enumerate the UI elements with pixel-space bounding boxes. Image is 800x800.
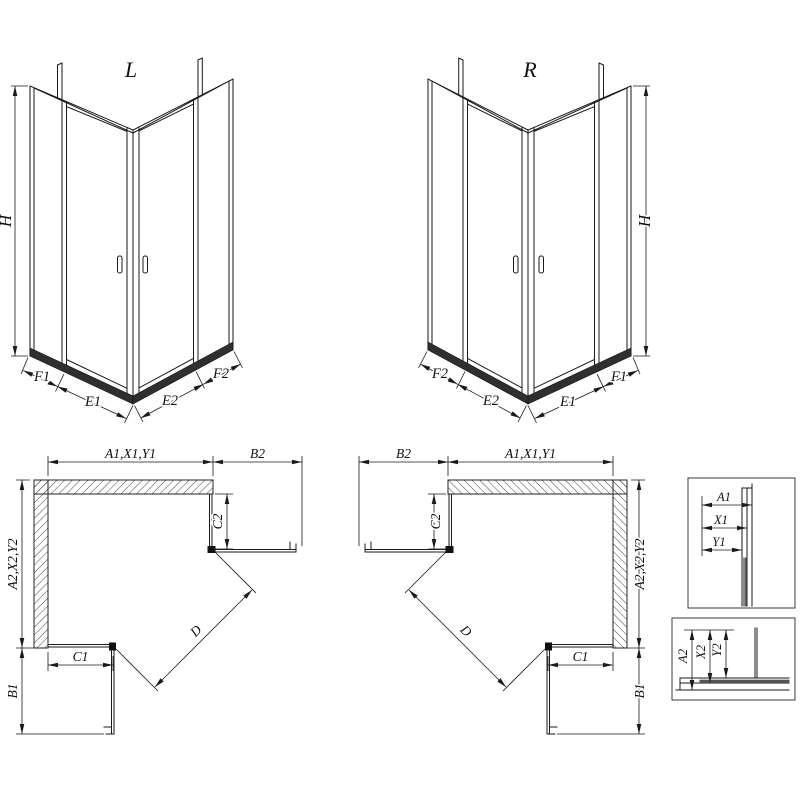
plan-right-b2-label: B2	[396, 446, 411, 461]
iso-left-f1-label: F1	[33, 369, 50, 385]
detail-bottom-profile	[675, 627, 790, 691]
plan-right-c1-label: C1	[573, 649, 589, 664]
iso-right-e2-label: E2	[482, 393, 499, 409]
detail-top-x1-label: X1	[713, 513, 728, 527]
detail-bottom-x2-label: X2	[694, 645, 708, 660]
iso-right-e1-label: E1	[559, 394, 576, 410]
detail-bottom-y2-label: Y2	[710, 643, 724, 656]
iso-left-e2-label: E2	[161, 393, 178, 409]
plan-left-depth-label: A2,X2,Y2	[5, 538, 20, 590]
iso-left-h-label: H	[0, 213, 15, 228]
plan-view-left: A1,X1,Y1 B2 A2,X2,Y2 B1 C2 C1 D	[4, 445, 302, 734]
plan-left-b2-label: B2	[250, 446, 265, 461]
iso-left-title: L	[124, 57, 137, 82]
plan-right-depth-label: A2,X2,Y2	[632, 538, 647, 590]
iso-view-left: L H F1 E1 E2 F2	[0, 56, 243, 423]
iso-left-e1-label: E1	[84, 394, 101, 410]
iso-right-f2-label: F2	[431, 366, 448, 382]
detail-wall-profile-bottom: A2 X2 Y2	[671, 617, 796, 701]
detail-bottom-a2-label: A2	[676, 649, 690, 664]
detail-top-frame	[687, 477, 796, 609]
iso-view-right: R H F2 E2 E1 F1	[419, 56, 656, 423]
plan-left-width-label: A1,X1,Y1	[104, 446, 156, 461]
iso-right-title: R	[522, 57, 537, 82]
iso-right-h-label: H	[635, 213, 654, 228]
plan-right-b1-label: B1	[632, 684, 647, 699]
iso-left-f2-label: F2	[212, 366, 229, 382]
plan-right-width-label: A1,X1,Y1	[504, 446, 556, 461]
detail-top-a1-label: A1	[716, 490, 731, 504]
detail-wall-profile-top: A1 X1 Y1	[687, 477, 796, 609]
detail-bottom-frame	[671, 617, 796, 701]
iso-right-f1-label: F1	[610, 369, 627, 385]
plan-left-c2-label: C2	[210, 513, 225, 529]
plan-right-c2-label: C2	[428, 513, 443, 529]
plan-left-b1-label: B1	[5, 684, 20, 699]
plan-view-right: B2 A1,X1,Y1 C2 A2,X2,Y2 B1 C1 D	[359, 445, 649, 734]
detail-top-y1-label: Y1	[712, 535, 725, 549]
plan-left-c1-label: C1	[73, 649, 89, 664]
detail-top-profile	[741, 483, 753, 607]
